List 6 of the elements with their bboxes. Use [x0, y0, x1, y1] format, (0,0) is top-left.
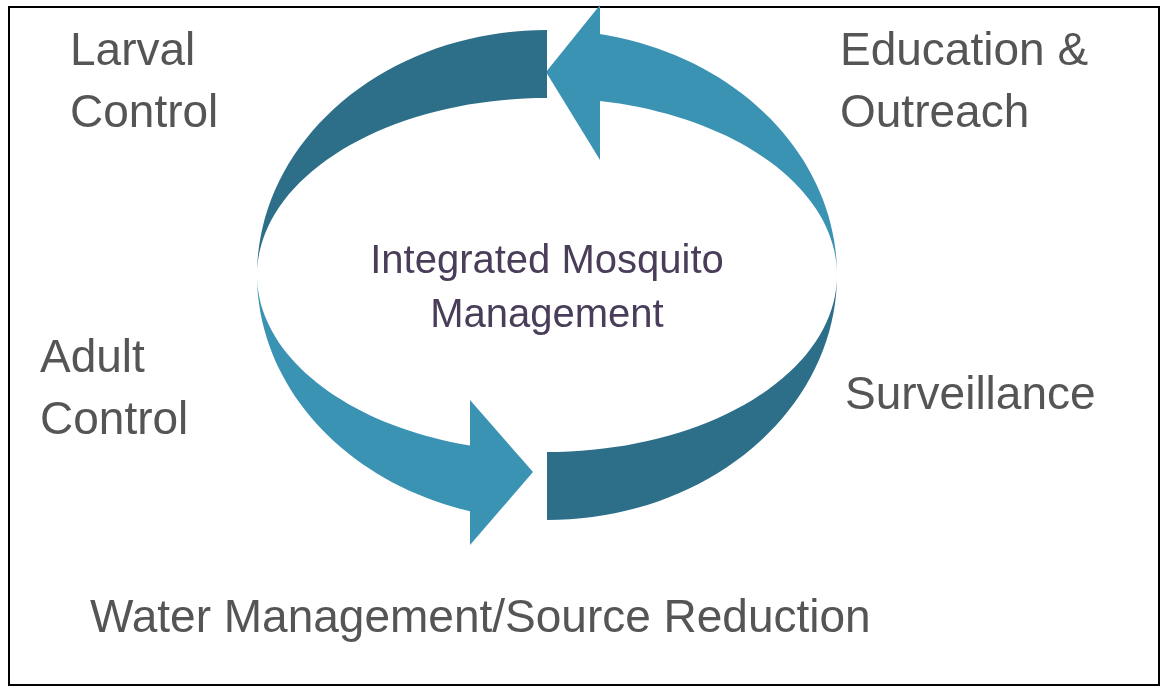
label-text: Larval Control	[70, 22, 220, 139]
label-text: Surveillance	[845, 366, 1097, 421]
label-text: Water Management/Source Reduction	[90, 589, 872, 644]
label-text: Integrated Mosquito Management	[369, 236, 725, 337]
label-text: Education & Outreach	[840, 22, 1090, 139]
label-text: Adult Control	[40, 329, 190, 446]
